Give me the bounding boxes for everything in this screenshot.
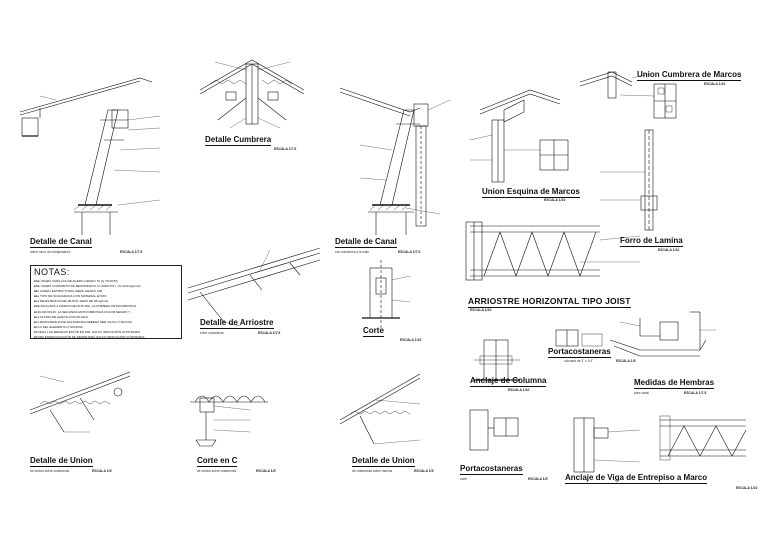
title-medidas-hembras: Medidas de Hembras xyxy=(634,378,715,389)
scale-anclaje-columna: ESCALA 1/10 xyxy=(508,388,530,392)
subtitle-corte-en-c: de lamina sobre costaneras xyxy=(197,469,237,473)
drawing-detalle-arriostre xyxy=(187,247,321,327)
note-item: EL TIPO DE SOLDADURA CON MATERIAL E70XX xyxy=(34,294,178,299)
note-item: SE USARÁ VARILLAS DE ACERO GRADO 70 (fy … xyxy=(34,279,178,284)
scale-detalle-union-2: ESCALA 1/5 xyxy=(414,469,434,473)
note-item: COLOR ROJO, LA SEGUNDA ANTICORROSIVA COL… xyxy=(34,310,178,315)
scale-medidas-hembras: ESCALA 1/7.5 xyxy=(684,391,707,395)
subtitle-detalle-canal-1: sobre muro de mampostería xyxy=(30,250,71,254)
scale-detalle-canal-2: ESCALA 1/7.5 xyxy=(398,250,421,254)
note-item: LA RESISTENCIA DEL BLOCK SERÁ DE 35 kg/c… xyxy=(34,299,178,304)
drawing-corte xyxy=(362,260,411,330)
note-item: TODAS LAS MEDIDAS ESTÁN EN MM, SALVO IND… xyxy=(34,330,178,335)
title-union-cumbrera-marcos: Union Cumbrera de Marcos xyxy=(637,70,742,81)
drawing-detalle-union-2 xyxy=(339,373,421,445)
drawing-portacostaneras-2 xyxy=(469,409,519,451)
title-detalle-cumbrera: Detalle Cumbrera xyxy=(205,135,272,146)
note-item: EL ACERO ESTRUCTURAL SERÁ GRADO A36 xyxy=(34,289,178,294)
drawing-medidas-hembras xyxy=(609,311,716,357)
subtitle-portacostaneras-2: corte xyxy=(460,477,468,481)
drawing-forro-lamina xyxy=(600,129,658,231)
title-union-esquina-marcos: Union Esquina de Marcos xyxy=(482,187,580,198)
title-detalle-union-2: Detalle de Union xyxy=(352,456,415,467)
drawing-arriostre-joist xyxy=(465,221,641,281)
drawing-union-cumbrera-marcos xyxy=(579,71,677,119)
title-detalle-arriostre: Detalle de Arriostre xyxy=(200,318,274,329)
title-portacostaneras-2: Portacostaneras xyxy=(460,464,523,475)
title-portacostaneras-1: Portacostaneras xyxy=(548,347,611,358)
drawing-detalle-cumbrera xyxy=(199,59,305,129)
title-anclaje-viga-entrepiso: Anclaje de Viga de Entrepiso a Marco xyxy=(565,473,708,484)
scale-detalle-cumbrera: ESCALA 1/7.5 xyxy=(274,147,297,151)
title-detalle-union-1: Detalle de Union xyxy=(30,456,93,467)
title-detalle-canal-2: Detalle de Canal xyxy=(335,237,397,248)
subtitle-portacostaneras-1: columna de 3" x 1/4" xyxy=(564,359,594,363)
scale-corte-en-c: ESCALA 1/5 xyxy=(256,469,276,473)
title-arriostre-joist: ARRIOSTRE HORIZONTAL TIPO JOIST xyxy=(468,296,631,308)
drawing-anclaje-columna xyxy=(474,339,520,381)
drawing-detalle-union-1 xyxy=(29,371,131,433)
drawing-corte-en-c xyxy=(190,395,268,447)
title-detalle-canal-1: Detalle de Canal xyxy=(30,237,92,248)
note-item: LA ULTIMA DE ACEITE COLOR AZUL xyxy=(34,315,178,320)
scale-union-esquina-marcos: ESCALA 1/10 xyxy=(544,198,566,202)
drawing-detalle-canal-1 xyxy=(19,77,161,235)
note-item: A LA DEL ELEMENTO A SOLDAR xyxy=(34,325,178,330)
subtitle-detalle-arriostre: entre costaneras xyxy=(200,331,224,335)
notes-box: NOTAS: SE USARÁ VARILLAS DE ACERO GRADO … xyxy=(30,265,182,339)
subtitle-detalle-union-2: de costaneras sobre marcos xyxy=(352,469,393,473)
scale-corte: ESCALA 1/10 xyxy=(400,338,422,342)
subtitle-detalle-canal-2: con colectores a la calle xyxy=(335,250,370,254)
scale-anclaje-viga-entrepiso: ESCALA 1/10 xyxy=(736,486,758,490)
scale-detalle-union-1: ESCALA 1/5 xyxy=(92,469,112,473)
subtitle-detalle-union-1: de lámina sobre costaneras xyxy=(30,469,70,473)
scale-union-cumbrera-marcos: ESCALA 1/10 xyxy=(704,82,726,86)
scale-portacostaneras-2: ESCALA 1/5 xyxy=(528,477,548,481)
title-corte: Corte xyxy=(363,326,384,337)
notes-list: SE USARÁ VARILLAS DE ACERO GRADO 70 (fy … xyxy=(34,279,178,340)
drawing-portacostaneras-1 xyxy=(555,329,603,347)
title-corte-en-c: Corte en C xyxy=(197,456,238,467)
scale-detalle-arriostre: ESCALA 1/7.5 xyxy=(258,331,281,335)
note-item: TODA ESPECIFICACIÓN SE RESPETARÁ SALVO I… xyxy=(34,335,178,340)
title-forro-lamina: Forro de Lamina xyxy=(620,236,683,247)
note-item: SE USARÁ CONCRETO DE RESISTENCIA f'c=300… xyxy=(34,284,178,289)
notes-title: NOTAS: xyxy=(34,267,70,277)
drawing-anclaje-viga-entrepiso xyxy=(573,415,747,473)
scale-forro-lamina: ESCALA 1/10 xyxy=(658,248,680,252)
drawing-union-esquina-marcos xyxy=(469,89,569,183)
scale-arriostre-joist: ESCALA 1/10 xyxy=(470,308,492,312)
scale-portacostaneras-1: ESCALA 1/5 xyxy=(616,359,636,363)
subtitle-medidas-hembras: para canal xyxy=(634,391,649,395)
drawing-detalle-canal-2 xyxy=(339,87,451,235)
note-item: LA RESISTENCIA DE SOLDADURA DEBERÁ SER I… xyxy=(34,320,178,325)
note-item: SE APLICARÁ 2 MANOS DE PINTURA, LA PRIME… xyxy=(34,304,178,309)
title-anclaje-columna: Anclaje de Columna xyxy=(470,376,547,387)
scale-detalle-canal-1: ESCALA 1/7.5 xyxy=(120,250,143,254)
